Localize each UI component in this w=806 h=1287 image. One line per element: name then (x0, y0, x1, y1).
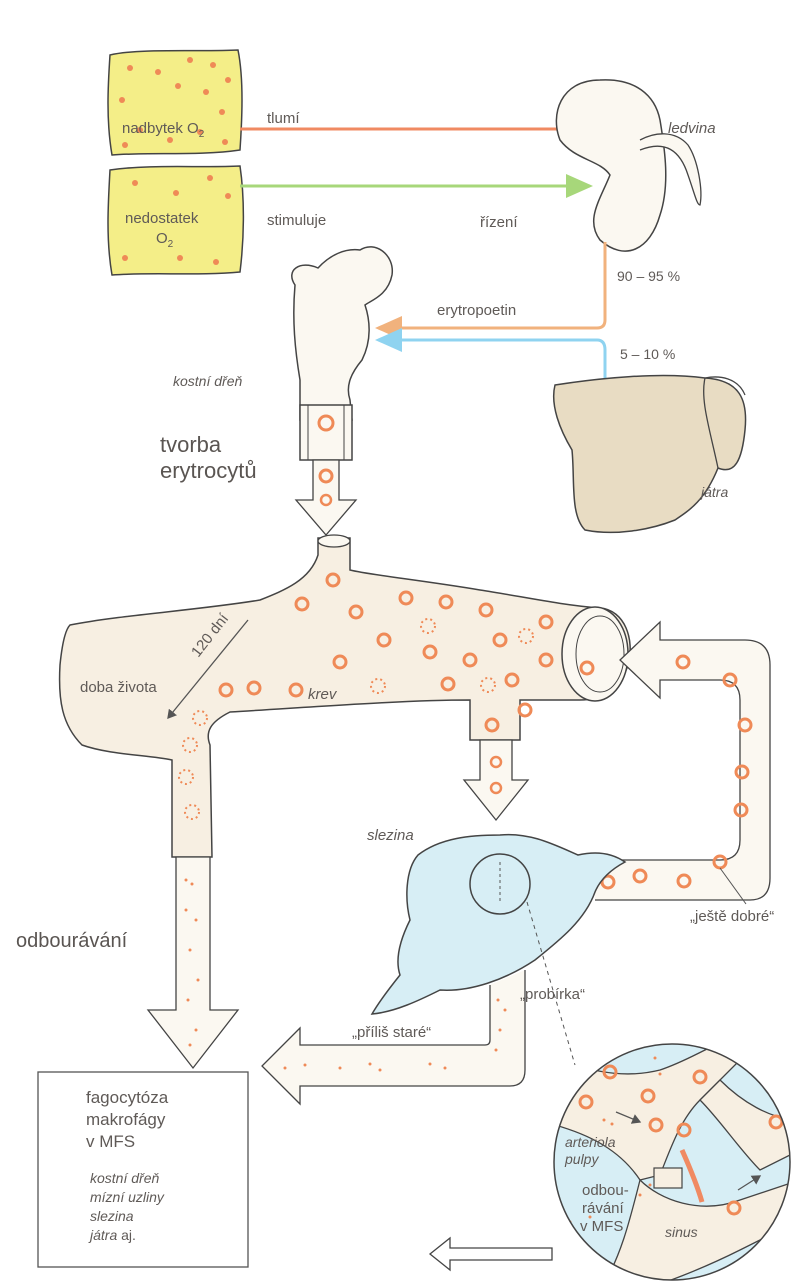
kidney-label: ledvina (668, 120, 716, 137)
erythropoietin-label: erytropoetin (437, 302, 516, 319)
arteriole-label-1: arteriola (565, 1134, 616, 1150)
oxygen-deficit-label: nedostatek (125, 210, 198, 227)
spleen-label: slezina (367, 827, 414, 844)
organ-list-1: kostní dřeň (90, 1170, 159, 1186)
organ-list-2: mízní uzliny (90, 1189, 164, 1205)
phagocytosis-line-3: v MFS (86, 1132, 135, 1152)
liver-percent-label: 5 – 10 % (620, 346, 675, 362)
organ-list-3: slezina (90, 1208, 134, 1224)
lifetime-label: doba života (80, 679, 157, 696)
arteriole-label-2: pulpy (565, 1151, 598, 1167)
too-old-label: „příliš staré“ (352, 1024, 431, 1041)
bone-marrow-label: kostní dřeň (173, 373, 242, 389)
excess-oxygen-label: nadbytek O2 (122, 120, 204, 140)
stimulates-label: stimuluje (267, 212, 326, 229)
blood-label: krev (308, 686, 336, 703)
breakdown-arrow (148, 857, 238, 1068)
rbc-production-label-2: erytrocytů (160, 458, 257, 484)
to-spleen-arrow (464, 740, 528, 820)
blood-vessel (60, 538, 631, 857)
regulation-label: řízení (480, 214, 518, 231)
phagocytosis-line-2: makrofágy (86, 1110, 165, 1130)
epo-liver-line (378, 340, 605, 378)
organ-list-4: játra aj. (90, 1227, 136, 1243)
inhibits-label: tlumí (267, 110, 300, 127)
kidney-percent-label: 90 – 95 % (617, 268, 680, 284)
kidney-shape (556, 80, 665, 251)
oxygen-deficit-o2: O2 (156, 230, 173, 250)
outflow-arrow (430, 1238, 552, 1270)
phagocytosis-line-1: fagocytóza (86, 1088, 168, 1108)
sorting-label: „probírka“ (520, 986, 585, 1003)
sinus-label: sinus (665, 1224, 698, 1240)
mfs-breakdown-label-2: rávání (582, 1200, 624, 1217)
still-good-label: „ještě dobré“ (690, 908, 774, 925)
liver-shape (554, 376, 746, 533)
rbc-production-label-1: tvorba (160, 432, 221, 458)
femur-bone (292, 247, 393, 420)
mfs-breakdown-label-1: odbou- (582, 1182, 629, 1199)
breakdown-label: odbourávání (16, 930, 127, 953)
mfs-breakdown-label-3: v MFS (580, 1218, 623, 1235)
liver-label: játra (701, 484, 728, 500)
